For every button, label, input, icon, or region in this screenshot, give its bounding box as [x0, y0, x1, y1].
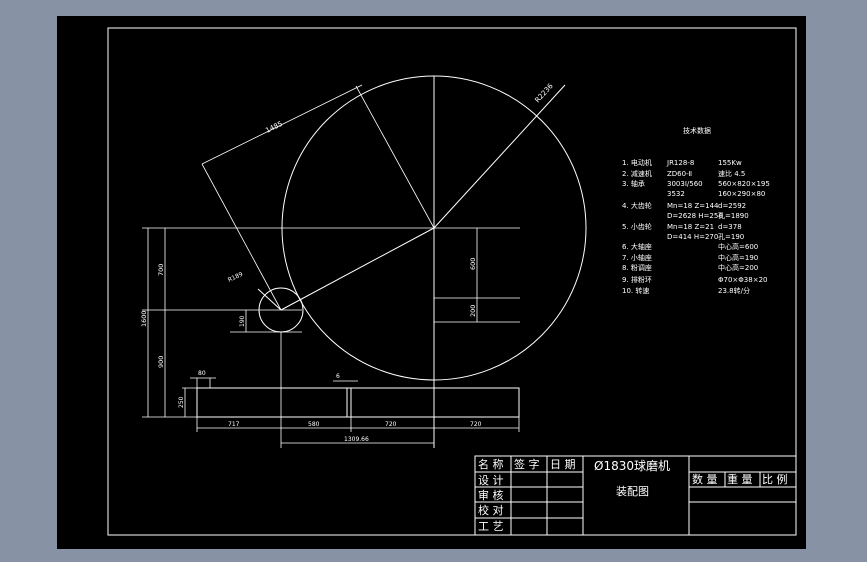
drawing-sheet	[57, 16, 806, 549]
dim-190-label: 190	[239, 315, 246, 327]
tb-sign: 签 字	[514, 457, 540, 471]
title-block	[474, 455, 797, 536]
dim-200-label: 200	[469, 305, 477, 317]
tb-check: 校 对	[478, 503, 504, 517]
base-plate	[196, 387, 520, 418]
tech-row-9-c3: 中心高=600	[718, 242, 758, 251]
pinion-radius-line	[257, 288, 282, 311]
tech-row-12-c3: Φ70×Φ38×20	[718, 276, 767, 284]
tb-drawing-title: Ø1830球磨机	[594, 459, 670, 473]
inner-border	[107, 27, 797, 536]
tech-row-9-c1: 6. 大轴座	[622, 242, 652, 251]
tech-row-1-c3: 155Kw	[718, 159, 742, 167]
tech-row-13-c3: 23.8转/分	[718, 286, 750, 295]
tb-process: 工 艺	[478, 520, 504, 533]
dim-1485-line	[201, 84, 363, 165]
dim-6-label: 6	[336, 373, 340, 380]
dim-1485-extension-b	[201, 163, 282, 311]
tech-row-5-c3: d=2592	[718, 202, 746, 210]
tech-row-11-c1: 8. 粉调座	[622, 263, 652, 272]
tech-row-10-c1: 7. 小轴座	[622, 253, 652, 262]
dim-700-label: 700	[157, 264, 165, 276]
tech-row-2-c3: 速比 4.5	[718, 169, 745, 178]
dim-600-label: 600	[469, 258, 477, 270]
tb-review: 审 核	[478, 488, 504, 502]
tech-row-1-c1: 1. 电动机	[622, 158, 652, 167]
dim-717-label: 717	[228, 421, 240, 428]
tech-row-10-c3: 中心高=190	[718, 253, 758, 262]
tech-row-5-c1: 4. 大齿轮	[622, 201, 652, 210]
tb-date: 日 期	[550, 458, 576, 471]
tech-row-6-c2: D=2628 H=250	[667, 212, 723, 220]
tech-title: 技术数据	[683, 126, 711, 135]
tech-row-3-c2: 3003I/560	[667, 180, 703, 188]
tech-table: 1. 电动机 JR128-8 155Kw 2. 减速机 ZD60-Ⅱ 速比 4.5 3. 轴…	[622, 158, 770, 295]
tech-row-5-c2: Mn=18 Z=144	[667, 202, 719, 210]
dim-1600-label: 1600	[140, 310, 148, 327]
tech-row-7-c3: d=378	[718, 223, 742, 231]
tech-row-3-c1: 3. 轴承	[622, 179, 645, 188]
tech-row-4-c3: 160×290×80	[718, 190, 765, 198]
tech-row-1-c2: JR128-8	[666, 159, 694, 167]
tech-row-7-c2: Mn=18 Z=21	[667, 223, 714, 231]
tb-name: 名 称	[478, 457, 504, 471]
tech-row-11-c3: 中心高=200	[718, 263, 758, 272]
dim-1309-label: 1309.66	[344, 436, 369, 443]
tech-row-8-c2: D=414 H=270	[667, 233, 718, 241]
tb-weight: 重 量	[727, 472, 753, 486]
dim-580-label: 580	[308, 421, 320, 428]
tech-row-7-c1: 5. 小齿轮	[622, 222, 652, 231]
tb-drawing-subtitle: 装配图	[616, 485, 649, 498]
tech-row-4-c2: 3532	[667, 190, 685, 198]
dim-720b-label: 720	[470, 421, 482, 428]
tb-scale: 比 例	[762, 472, 788, 486]
dim-1485-extension-a	[355, 85, 435, 229]
center-distance-line	[280, 227, 435, 311]
mill-radius-line	[433, 84, 566, 229]
tb-qty: 数 量	[692, 473, 718, 486]
dim-900-label: 900	[157, 356, 165, 368]
dim-720a-label: 720	[385, 421, 397, 428]
tech-row-8-c3: 孔=190	[718, 233, 744, 241]
tech-row-2-c1: 2. 减速机	[622, 169, 652, 178]
tech-row-12-c1: 9. 排粉环	[622, 275, 652, 284]
dim-250-label: 250	[178, 396, 185, 408]
tech-row-2-c2: ZD60-Ⅱ	[667, 170, 692, 178]
dim-80-label: 80	[198, 370, 206, 377]
tech-row-3-c3: 560×820×195	[718, 180, 770, 188]
tech-row-6-c3: 孔=1890	[718, 212, 749, 220]
tb-design: 设 计	[478, 474, 504, 487]
tech-row-13-c1: 10. 转速	[622, 286, 649, 295]
